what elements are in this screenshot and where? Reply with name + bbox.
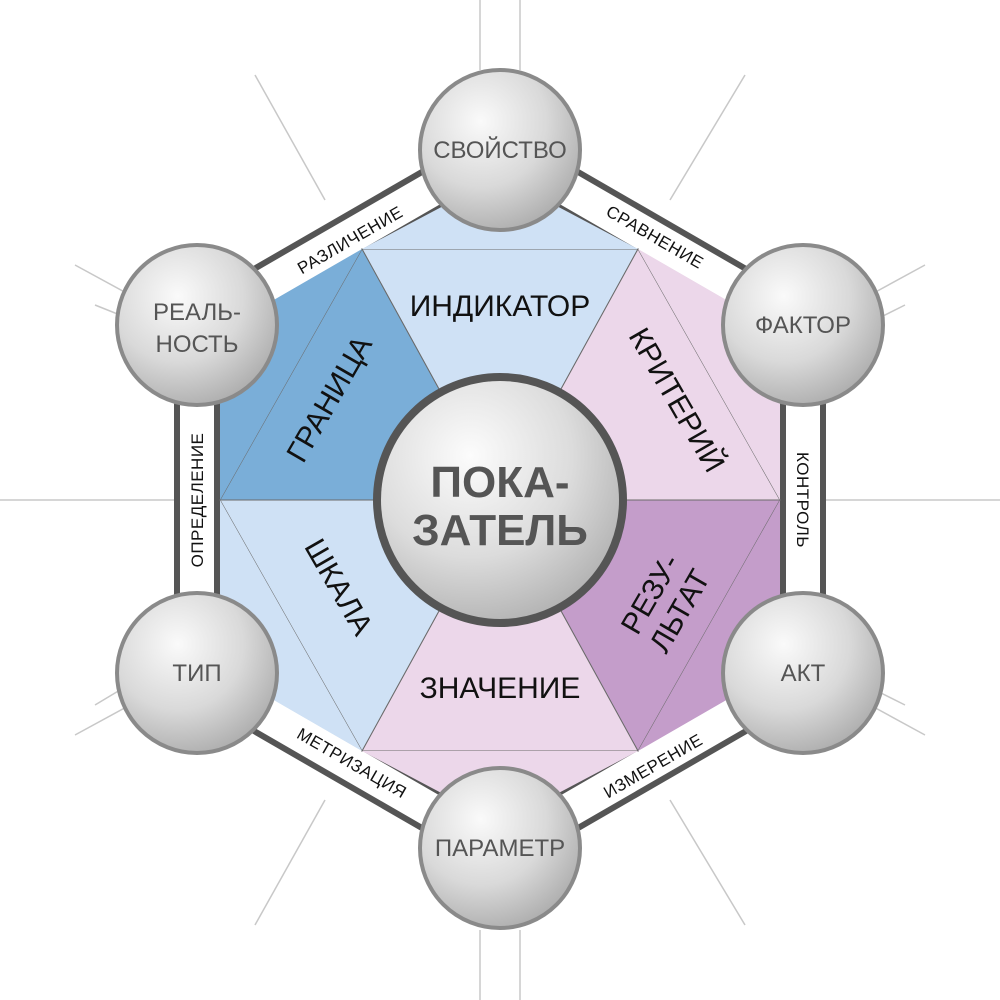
center-node: ПОКА- ЗАТЕЛЬ [373,373,627,627]
spoke [669,799,746,926]
spoke [74,264,131,296]
node-label-factor: ФАКТОР [755,312,851,339]
spoke [669,74,746,201]
spoke [869,704,926,736]
edge-label-definition: ОПРЕДЕЛЕНИЕ [188,433,207,568]
node-act: АКТ [721,591,885,755]
node-label-parameter: ПАРАМЕТР [435,835,565,862]
node-property: СВОЙСТВО [418,68,582,232]
node-label-type: ТИП [172,660,221,687]
node-label-property: СВОЙСТВО [433,136,567,164]
spoke [869,264,926,296]
node-label-reality-line2: НОСТЬ [156,331,239,358]
node-label-act: АКТ [781,660,826,687]
spoke [74,704,131,736]
sector-label-value: ЗНАЧЕНИЕ [420,672,581,705]
center-label-line2: ЗАТЕЛЬ [412,506,588,555]
sector-label-indicator: ИНДИКАТОР [410,290,591,323]
node-type: ТИП [115,591,279,755]
spoke [94,304,121,316]
center-label-line1: ПОКА- [430,458,569,507]
spoke [94,689,121,706]
spoke [254,799,326,926]
node-factor: ФАКТОР [721,243,885,407]
edge-label-control: КОНТРОЛЬ [793,452,812,548]
node-parameter: ПАРАМЕТР [418,766,582,930]
node-label-reality-line1: РЕАЛЬ- [153,299,241,326]
node-reality: РЕАЛЬ- НОСТЬ [115,243,279,407]
spoke [254,74,326,201]
